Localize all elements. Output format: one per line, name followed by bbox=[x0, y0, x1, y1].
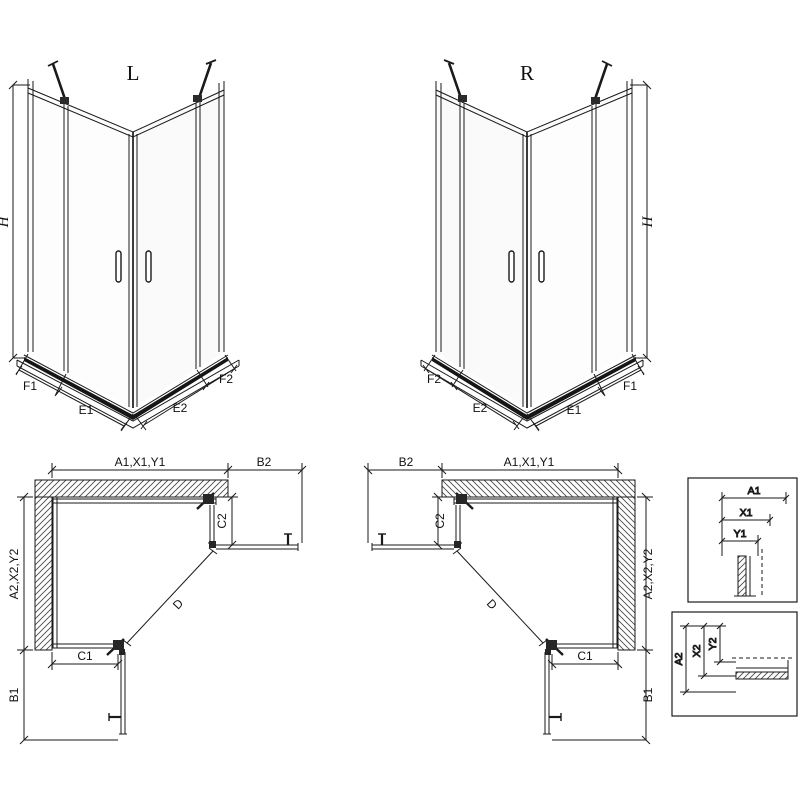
detail-dim-x1 bbox=[718, 514, 774, 526]
a2-dim-label-right: A2,X2,Y2 bbox=[641, 548, 655, 599]
b2-dim-label-left: B2 bbox=[257, 455, 272, 469]
c1-dim-label-right: C1 bbox=[577, 649, 593, 663]
detail-a2-label: A2 bbox=[673, 652, 685, 665]
e2-label-right: E2 bbox=[473, 401, 488, 415]
b2-dim-label-right: B2 bbox=[399, 455, 414, 469]
b1-dim-label-left: B1 bbox=[7, 687, 21, 702]
detail-dim-y2 bbox=[714, 622, 736, 666]
detail-x2-label: X2 bbox=[691, 644, 703, 657]
detail-top-wall-profile bbox=[737, 555, 747, 597]
iso-right-labels: R H F2 E2 E1 F1 bbox=[427, 61, 656, 417]
detail-bottom-frame bbox=[671, 611, 798, 717]
height-label-left: H bbox=[0, 215, 12, 228]
e1-label-left: E1 bbox=[79, 403, 94, 417]
detail-bottom-floor-profile bbox=[735, 671, 789, 680]
c2-dim-label-right: C2 bbox=[433, 513, 447, 529]
f2-label-left: F2 bbox=[219, 372, 233, 386]
f1-label-left: F1 bbox=[23, 379, 37, 393]
detail-a1-label: A1 bbox=[748, 485, 761, 497]
detail-dim-y1 bbox=[718, 535, 762, 556]
plan-right-labels: A1,X1,Y1 B2 A2,X2,Y2 B1 C2 C1 D bbox=[399, 455, 655, 702]
c2-dim-label-left: C2 bbox=[215, 513, 229, 529]
e1-label-right: E1 bbox=[567, 403, 582, 417]
a1-dim-label-right: A1,X1,Y1 bbox=[504, 455, 555, 469]
detail-dim-a2 bbox=[680, 622, 736, 696]
e2-label-left: E2 bbox=[173, 401, 188, 415]
c1-dim-label-left: C1 bbox=[77, 649, 93, 663]
detail-x1-label: X1 bbox=[740, 507, 753, 519]
a2-dim-label-left: A2,X2,Y2 bbox=[7, 548, 21, 599]
f2-label-right: F2 bbox=[427, 372, 441, 386]
variant-label-left: L bbox=[127, 61, 140, 85]
plan-left-labels: A1,X1,Y1 B2 A2,X2,Y2 B1 C2 C1 D bbox=[7, 455, 272, 702]
detail-y2-label: Y2 bbox=[707, 637, 719, 650]
b1-dim-label-right: B1 bbox=[641, 687, 655, 702]
height-label-right: H bbox=[640, 215, 656, 228]
f1-label-right: F1 bbox=[623, 379, 637, 393]
variant-label-right: R bbox=[520, 61, 534, 85]
detail-dim-a1 bbox=[718, 492, 790, 504]
detail-y1-label: Y1 bbox=[734, 528, 747, 540]
iso-left-labels: L H F1 E1 E2 F2 bbox=[0, 61, 233, 417]
detail-box-top-profile: A1 X1 Y1 bbox=[687, 477, 798, 603]
a1-dim-label-left: A1,X1,Y1 bbox=[115, 455, 166, 469]
detail-top-glass bbox=[734, 556, 756, 597]
detail-dim-x2 bbox=[698, 622, 736, 680]
detail-box-bottom-profile: A2 X2 Y2 bbox=[671, 611, 798, 717]
